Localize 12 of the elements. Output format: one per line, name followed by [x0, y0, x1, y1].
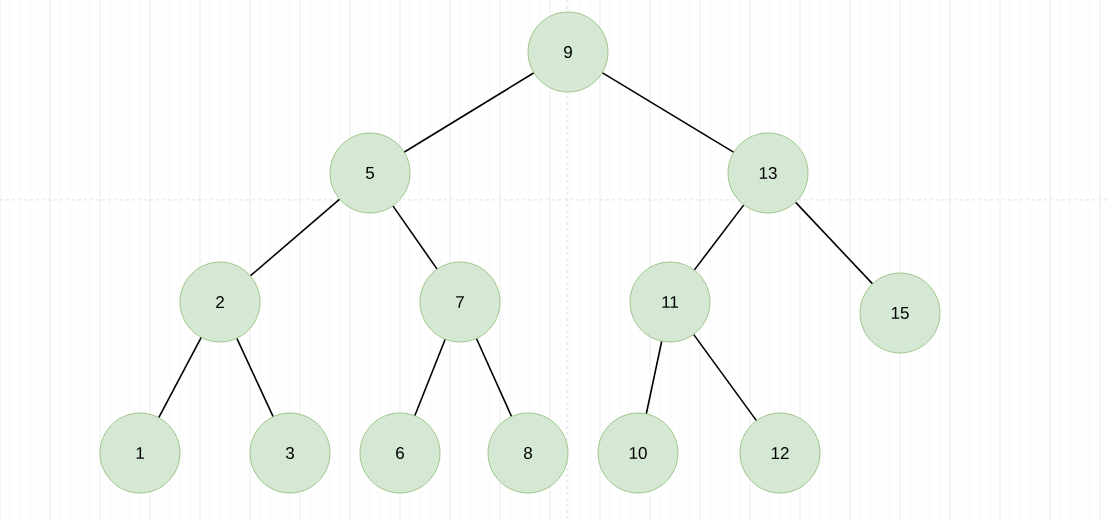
tree-edge — [645, 340, 663, 415]
tree-edge — [249, 198, 341, 277]
tree-edge — [794, 201, 874, 285]
tree-edge — [392, 205, 438, 270]
tree-edge — [692, 333, 758, 422]
tree-edge — [475, 338, 513, 418]
tree-edge — [158, 336, 202, 419]
tree-edge — [236, 337, 274, 418]
tree-edge — [601, 72, 735, 153]
tree-edge — [414, 338, 446, 417]
tree-edge — [403, 72, 535, 153]
tree-edge — [693, 204, 745, 271]
